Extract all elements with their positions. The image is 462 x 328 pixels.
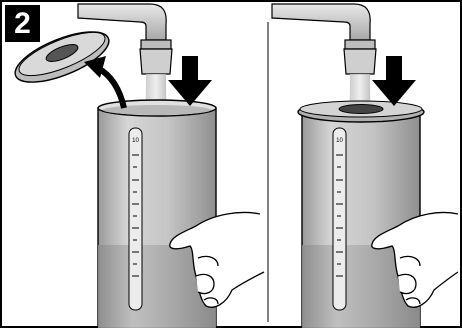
curved-arrow-icon: [98, 68, 124, 108]
scale-label: 10: [336, 138, 343, 144]
scale-label: 10: [132, 138, 139, 144]
step-number-badge: 2: [5, 5, 40, 42]
down-arrow-icon: [168, 56, 212, 106]
right-panel: 10: [272, 4, 458, 328]
faucet-icon: [272, 4, 376, 74]
left-panel: 10: [9, 4, 264, 328]
measuring-cup-icon: 10: [98, 100, 216, 328]
down-arrow-icon: [372, 56, 416, 106]
lid-icon: [298, 101, 424, 122]
